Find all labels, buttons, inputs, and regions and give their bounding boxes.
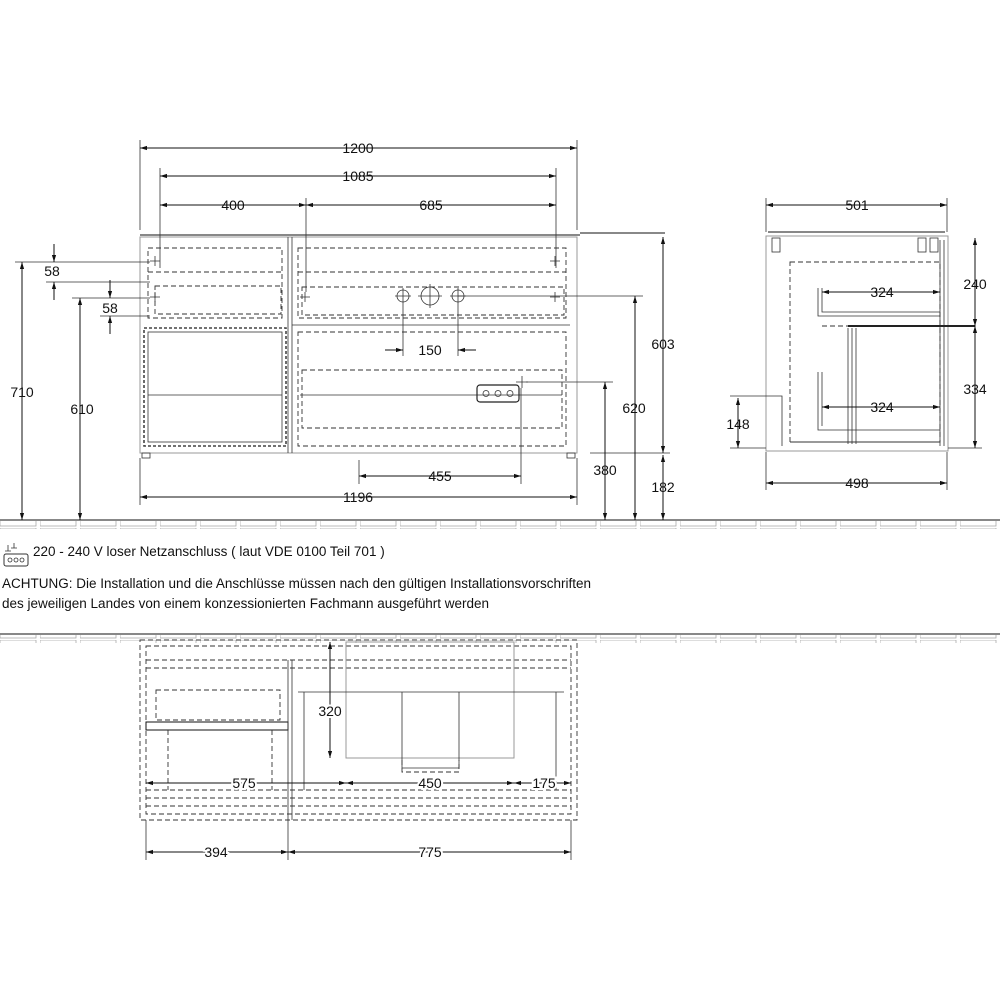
socket-icon xyxy=(476,384,520,403)
dim-380: 380 xyxy=(593,462,617,478)
dim-603: 603 xyxy=(651,336,675,352)
dim-610: 610 xyxy=(70,401,94,417)
dim-175: 175 xyxy=(532,775,556,791)
warning-line-1: ACHTUNG: Die Installation und die Anschl… xyxy=(2,576,592,591)
top-view: 320 575 450 175 394 775 xyxy=(139,639,578,862)
dim-775: 775 xyxy=(418,844,442,860)
dim-455: 455 xyxy=(428,468,452,484)
dim-498: 498 xyxy=(845,475,869,491)
tap-holes xyxy=(395,284,466,308)
dim-710: 710 xyxy=(10,384,34,400)
floor-line-upper xyxy=(0,519,1000,529)
dim-400: 400 xyxy=(221,197,245,213)
dim-575: 575 xyxy=(232,775,256,791)
dim-320: 320 xyxy=(318,703,342,719)
front-cabinet-outline xyxy=(139,236,578,454)
dim-450: 450 xyxy=(418,775,442,791)
dim-324-bottom: 324 xyxy=(870,399,894,415)
floor-line-lower xyxy=(0,633,1000,643)
dim-324-top: 324 xyxy=(870,284,894,300)
power-socket-icon xyxy=(3,543,29,567)
dim-58-second: 58 xyxy=(102,300,118,316)
dim-150: 150 xyxy=(418,342,442,358)
dim-58-top: 58 xyxy=(44,263,60,279)
front-view: 1200 1085 400 685 58 58 710 610 603 620 … xyxy=(10,140,675,520)
dim-1085: 1085 xyxy=(342,168,373,184)
dim-620: 620 xyxy=(622,400,646,416)
side-view: 501 324 324 240 334 148 498 xyxy=(726,197,987,491)
dim-240: 240 xyxy=(963,276,987,292)
dim-1196: 1196 xyxy=(343,489,373,505)
dim-182: 182 xyxy=(651,479,675,495)
warning-line-2: des jeweiligen Landes von einem konzessi… xyxy=(2,596,490,611)
dim-1200: 1200 xyxy=(342,140,373,156)
dim-685: 685 xyxy=(419,197,443,213)
power-connection-note: 220 - 240 V loser Netzanschluss ( laut V… xyxy=(33,544,385,559)
dim-501: 501 xyxy=(845,197,869,213)
dim-334: 334 xyxy=(963,381,987,397)
left-lower-compartment xyxy=(143,327,287,447)
dim-394: 394 xyxy=(204,844,228,860)
dim-148: 148 xyxy=(726,416,750,432)
